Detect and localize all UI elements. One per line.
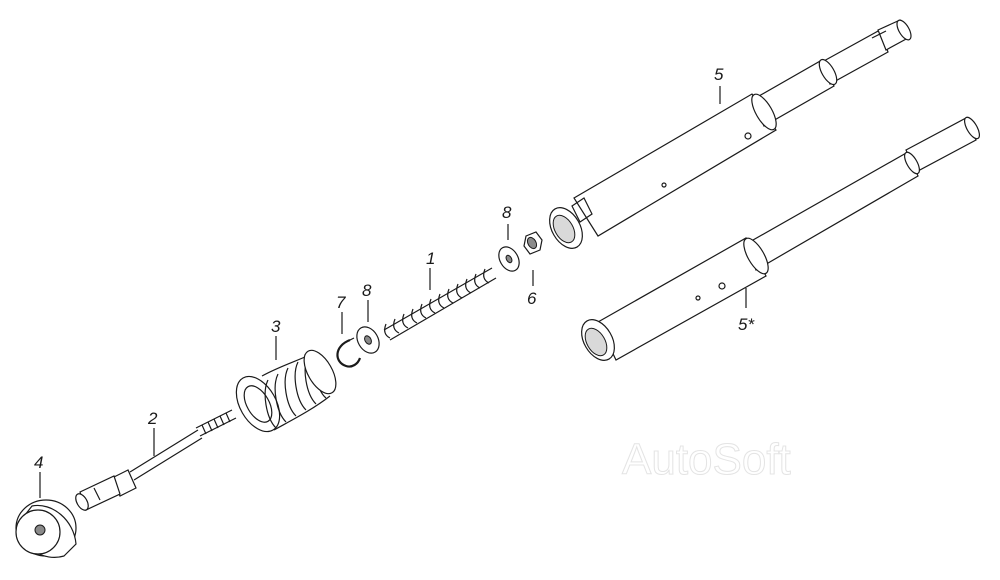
callout-4: 4: [34, 453, 43, 472]
part-8-washer-upper: [498, 246, 520, 272]
part-5-upper-tube: [549, 19, 912, 249]
part-5-star-lower-tube: [581, 116, 980, 361]
callout-6: 6: [527, 289, 537, 308]
part-3-large-spring: [235, 349, 337, 433]
callout-8-lower: 8: [362, 281, 372, 300]
callout-5-star: 5*: [738, 315, 755, 334]
callout-1: 1: [426, 249, 435, 268]
part-2-rod: [75, 409, 237, 511]
callout-5: 5: [714, 65, 724, 84]
callout-3: 3: [271, 317, 281, 336]
part-6-nut: [523, 231, 543, 255]
part-1-small-spring: [383, 267, 497, 341]
leader-lines: [39, 86, 747, 498]
part-7-retaining-ring: [336, 337, 362, 368]
callout-7: 7: [336, 293, 346, 312]
callout-8-upper: 8: [502, 203, 512, 222]
callout-2: 2: [147, 409, 158, 428]
watermark: AutoSoft: [622, 435, 791, 484]
part-4-cap: [15, 499, 77, 558]
part-8-washer-lower: [356, 326, 380, 354]
